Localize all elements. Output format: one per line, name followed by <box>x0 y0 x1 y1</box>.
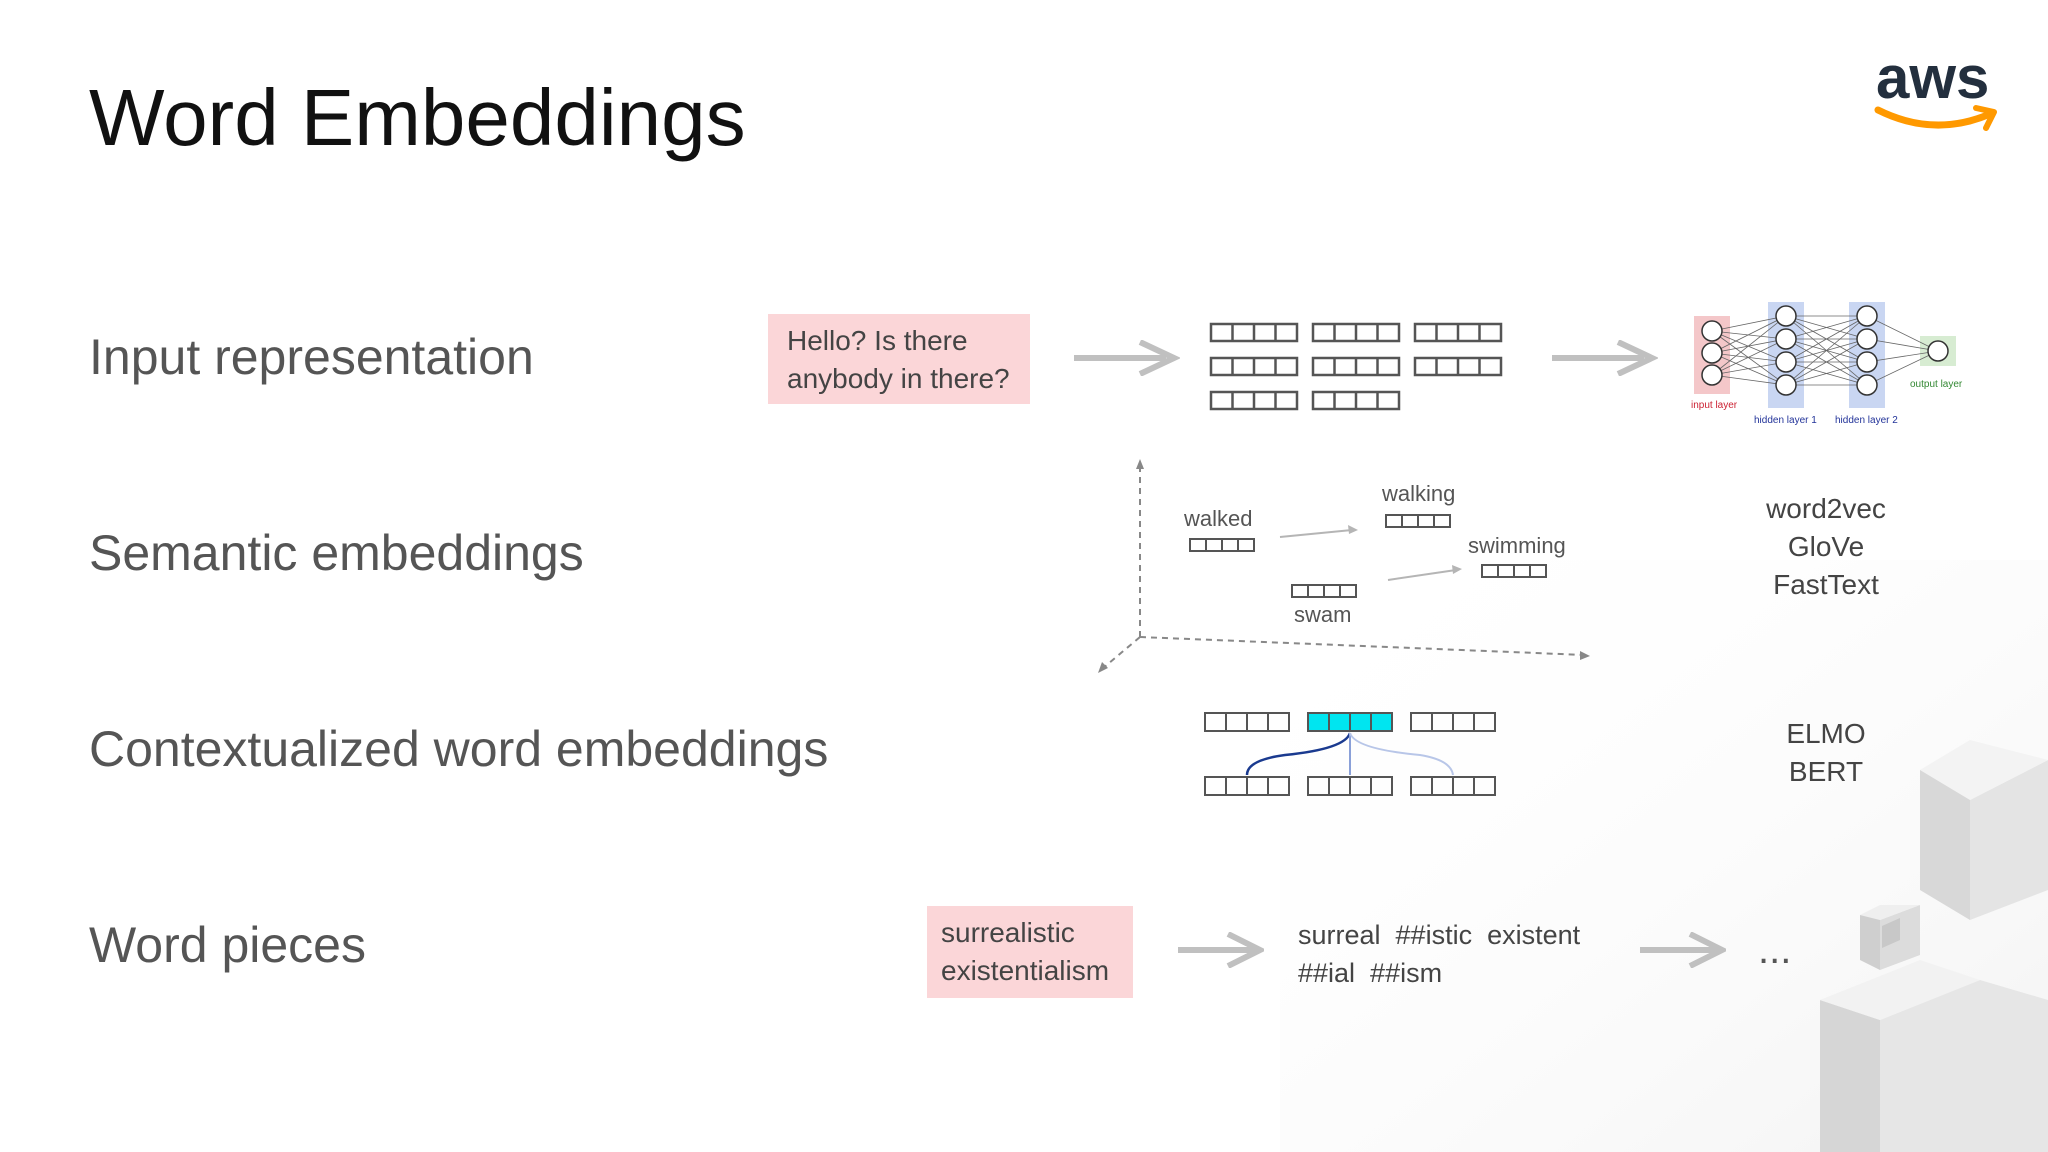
token-vector <box>1413 356 1503 377</box>
word-pieces-input-line-2: existentialism <box>941 955 1110 986</box>
nn-node <box>1701 342 1723 364</box>
arrow-pieces-to-more <box>1640 932 1726 968</box>
nn-edge <box>1711 352 1787 363</box>
nn-node <box>1701 320 1723 342</box>
nn-node <box>1775 374 1797 396</box>
semantic-model-word2vec: word2vec <box>1766 493 1886 524</box>
context-vector-bottom-left <box>1204 776 1290 796</box>
nn-edge <box>1711 330 1787 363</box>
nn-node <box>1927 340 1949 362</box>
input-text-line-2: anybody in there? <box>787 363 1010 394</box>
slide-title: Word Embeddings <box>89 73 746 162</box>
nn-node <box>1775 305 1797 327</box>
nn-node <box>1775 328 1797 350</box>
semantic-space-axes <box>1098 459 1590 673</box>
semantic-model-glove: GloVe <box>1787 531 1865 562</box>
word-swimming: swimming <box>1468 533 1566 558</box>
row-label-word-pieces: Word pieces <box>89 917 366 973</box>
token-vector <box>1209 356 1299 377</box>
semantic-model-fasttext: FastText <box>1773 569 1879 600</box>
nn-edge <box>1785 361 1868 386</box>
nn-edge <box>1785 315 1868 340</box>
nn-edge <box>1866 338 1939 352</box>
nn-edge <box>1711 330 1787 386</box>
nn-edge <box>1785 315 1868 386</box>
nn-node <box>1775 351 1797 373</box>
nn-node <box>1701 364 1723 386</box>
token-vector <box>1311 390 1401 411</box>
contextual-embedding-diagram <box>1204 712 1496 796</box>
contextual-model-bert: BERT <box>1788 756 1864 787</box>
context-vector-bottom-middle <box>1307 776 1393 796</box>
word-pieces-output-line-1: surreal ##istic existent <box>1298 920 1581 950</box>
vector-swam <box>1291 584 1357 598</box>
background-cubes-decoration <box>1280 560 2048 1152</box>
token-vector <box>1311 356 1401 377</box>
vector-walked <box>1189 538 1255 552</box>
input-text-box: Hello? Is there anybody in there? <box>768 314 1030 404</box>
word-pieces-output-line-2: ##ial ##ism <box>1298 958 1443 988</box>
nn-edge <box>1866 315 1939 352</box>
nn-edge <box>1866 350 1939 363</box>
token-vector <box>1413 322 1503 343</box>
highlighted-vector <box>1307 712 1393 732</box>
nn-node <box>1856 351 1878 373</box>
token-vector <box>1311 322 1401 343</box>
row-label-semantic-embeddings: Semantic embeddings <box>89 525 584 581</box>
nn-edge <box>1711 315 1787 376</box>
vector-swimming <box>1481 564 1547 578</box>
nn-edge <box>1785 315 1868 363</box>
nn-edge <box>1866 350 1939 386</box>
nn-node <box>1856 305 1878 327</box>
nn-node <box>1856 328 1878 350</box>
word-pieces-input-line-1: surrealistic <box>941 917 1075 948</box>
arrow-vectors-to-network <box>1552 340 1658 376</box>
contextual-model-elmo: ELMO <box>1786 718 1866 749</box>
context-vector-top-right <box>1410 712 1496 732</box>
aws-logo: aws <box>1872 42 2002 142</box>
input-text-line-1: Hello? Is there <box>787 325 968 356</box>
context-vector-top-left <box>1204 712 1290 732</box>
token-vector-grid <box>1209 322 1503 411</box>
neural-network-diagram: input layer hidden layer 1 hidden layer … <box>1691 302 1963 426</box>
word-pieces-input-box: surrealistic existentialism <box>927 906 1133 998</box>
nn-edge <box>1711 374 1787 386</box>
nn-node <box>1856 374 1878 396</box>
ellipsis: ... <box>1758 928 1792 972</box>
nn-edge <box>1711 338 1787 376</box>
word-pieces-output: surreal ##istic existent ##ial ##ism <box>1298 916 1580 992</box>
nn-edge <box>1785 338 1868 386</box>
token-vector <box>1209 322 1299 343</box>
context-vector-bottom-right <box>1410 776 1496 796</box>
aws-logo-text: aws <box>1876 44 1989 111</box>
arrow-word-to-pieces <box>1178 932 1264 968</box>
row-label-contextualized-embeddings: Contextualized word embeddings <box>89 721 829 777</box>
token-vector <box>1209 390 1299 411</box>
nn-edge <box>1711 330 1787 340</box>
row-label-input-representation: Input representation <box>89 329 534 385</box>
vector-walking <box>1385 514 1451 528</box>
nn-edge <box>1711 352 1787 386</box>
nn-output-layer-label: output layer <box>1910 379 1963 390</box>
nn-hidden-layer-1-label: hidden layer 1 <box>1754 415 1817 426</box>
nn-edge <box>1711 361 1787 376</box>
nn-input-layer-label: input layer <box>1691 400 1738 411</box>
nn-hidden-layer-2-label: hidden layer 2 <box>1835 415 1898 426</box>
word-swam: swam <box>1294 602 1352 627</box>
nn-edge <box>1711 315 1787 354</box>
arrow-text-to-vectors <box>1074 340 1180 376</box>
nn-edge <box>1711 315 1787 332</box>
word-walked: walked <box>1184 506 1253 531</box>
word-walking: walking <box>1382 481 1456 506</box>
